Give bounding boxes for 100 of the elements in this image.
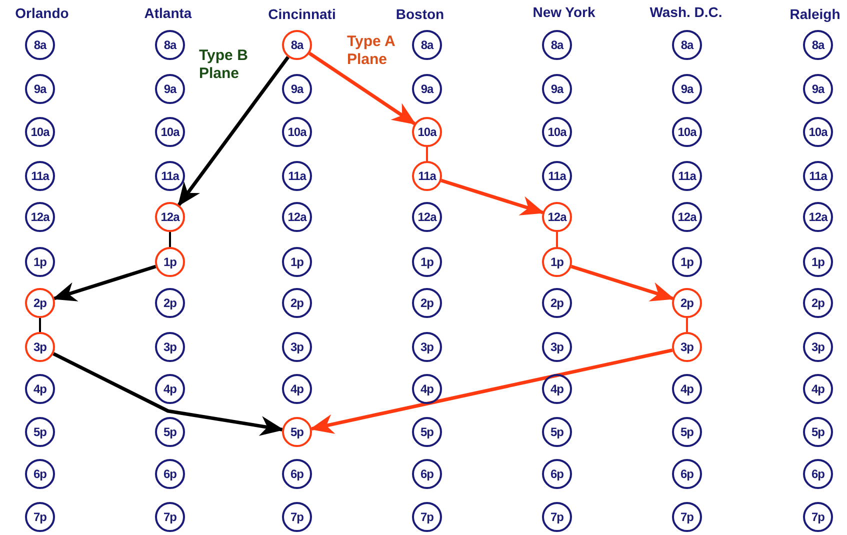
time-node: 1p: [672, 247, 702, 277]
time-node: 6p: [155, 459, 185, 489]
time-node: 10a: [672, 117, 702, 147]
arrow: [52, 264, 156, 302]
time-node: 6p: [542, 459, 572, 489]
time-node: 10a: [542, 117, 572, 147]
time-node: 8a: [155, 30, 185, 60]
time-node: 1p: [282, 247, 312, 277]
time-node: 9a: [672, 74, 702, 104]
connector-line: [39, 318, 41, 332]
time-node: 4p: [25, 374, 55, 404]
city-header: Orlando: [15, 5, 69, 21]
time-node: 2p: [25, 288, 55, 318]
connector-line: [169, 232, 171, 247]
time-node: 5p: [672, 417, 702, 447]
time-node: 2p: [282, 288, 312, 318]
time-node: 12a: [155, 202, 185, 232]
time-node: 10a: [155, 117, 185, 147]
time-node: 7p: [282, 502, 312, 532]
time-node: 12a: [672, 202, 702, 232]
time-node: 3p: [155, 332, 185, 362]
arrow: [570, 264, 675, 302]
time-node: 7p: [155, 502, 185, 532]
city-header: New York: [532, 4, 596, 20]
time-node: 4p: [542, 374, 572, 404]
time-node: 1p: [542, 247, 572, 277]
time-node: 9a: [155, 74, 185, 104]
time-node: 10a: [282, 117, 312, 147]
time-node: 5p: [542, 417, 572, 447]
time-node: 3p: [25, 332, 55, 362]
city-header: Cincinnati: [268, 6, 336, 22]
time-node: 5p: [803, 417, 833, 447]
time-node: 5p: [412, 417, 442, 447]
plane-type-label: Type B Plane: [199, 47, 249, 83]
arrow: [178, 56, 290, 207]
time-node: 7p: [803, 502, 833, 532]
arrow: [310, 348, 673, 434]
time-node: 9a: [412, 74, 442, 104]
city-header: Atlanta: [144, 5, 192, 21]
time-node: 2p: [412, 288, 442, 318]
time-node: 12a: [803, 202, 833, 232]
time-node: 5p: [282, 417, 312, 447]
time-node: 5p: [155, 417, 185, 447]
time-node: 9a: [542, 74, 572, 104]
time-node: 9a: [803, 74, 833, 104]
time-node: 12a: [542, 202, 572, 232]
time-node: 3p: [542, 332, 572, 362]
time-node: 4p: [803, 374, 833, 404]
time-node: 11a: [542, 161, 572, 191]
time-node: 2p: [155, 288, 185, 318]
connector-line: [426, 147, 428, 161]
arrow: [440, 178, 545, 216]
time-node: 5p: [25, 417, 55, 447]
time-node: 8a: [542, 30, 572, 60]
time-node: 11a: [412, 161, 442, 191]
time-node: 11a: [803, 161, 833, 191]
time-node: 9a: [282, 74, 312, 104]
time-node: 4p: [155, 374, 185, 404]
time-node: 2p: [672, 288, 702, 318]
time-node: 6p: [412, 459, 442, 489]
time-node: 7p: [672, 502, 702, 532]
time-node: 10a: [25, 117, 55, 147]
time-node: 10a: [412, 117, 442, 147]
time-node: 10a: [803, 117, 833, 147]
time-node: 8a: [672, 30, 702, 60]
time-node: 9a: [25, 74, 55, 104]
city-header: Raleigh: [790, 6, 840, 22]
time-node: 7p: [412, 502, 442, 532]
time-node: 1p: [412, 247, 442, 277]
time-node: 12a: [25, 202, 55, 232]
connector-line: [556, 232, 558, 247]
plane-type-label: Type A Plane: [347, 33, 396, 69]
time-node: 8a: [803, 30, 833, 60]
time-node: 3p: [672, 332, 702, 362]
time-node: 7p: [542, 502, 572, 532]
city-header: Wash. D.C.: [650, 4, 722, 20]
time-node: 3p: [282, 332, 312, 362]
arrow: [52, 352, 284, 436]
time-node: 4p: [282, 374, 312, 404]
time-node: 1p: [25, 247, 55, 277]
connector-line: [686, 318, 688, 332]
time-node: 4p: [412, 374, 442, 404]
time-node: 6p: [803, 459, 833, 489]
time-node: 11a: [672, 161, 702, 191]
time-node: 6p: [672, 459, 702, 489]
time-node: 8a: [25, 30, 55, 60]
time-node: 11a: [155, 161, 185, 191]
time-node: 12a: [412, 202, 442, 232]
time-node: 2p: [803, 288, 833, 318]
time-node: 6p: [282, 459, 312, 489]
time-node: 2p: [542, 288, 572, 318]
arrow: [308, 52, 416, 126]
time-node: 1p: [803, 247, 833, 277]
time-node: 1p: [155, 247, 185, 277]
time-node: 11a: [25, 161, 55, 191]
time-node: 12a: [282, 202, 312, 232]
time-node: 8a: [282, 30, 312, 60]
time-node: 3p: [412, 332, 442, 362]
time-node: 8a: [412, 30, 442, 60]
city-header: Boston: [396, 6, 444, 22]
